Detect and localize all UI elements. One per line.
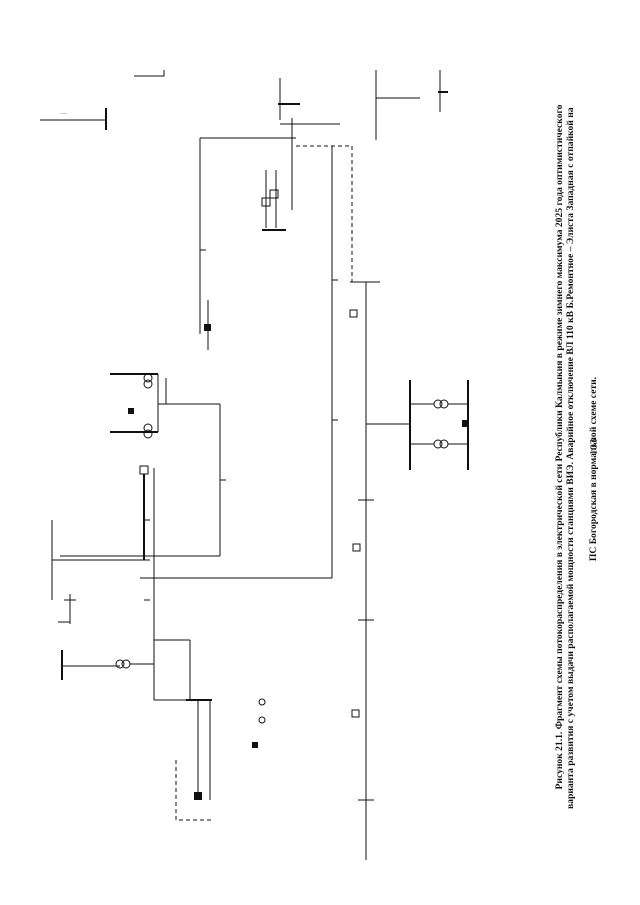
svg-text:⸺: ⸺: [60, 111, 67, 116]
substation-lower-left: [154, 639, 266, 821]
substation-middle-transformers: [110, 373, 184, 439]
line-tick-marks: [144, 249, 338, 601]
substation-left-transformer: [58, 594, 154, 680]
top-bracket: [134, 70, 165, 77]
figure-caption-line-3: ПС Богородская в нормальной схеме сети.: [588, 376, 599, 562]
substation-right-transformers: [366, 380, 469, 470]
upper-right-network: [199, 70, 448, 310]
main-horizontal-line: [140, 146, 333, 579]
lower-right-line: [349, 281, 380, 860]
figure-caption-line-2: варианта развития с учетом выдачи распол…: [565, 107, 576, 809]
substation-central-bus: [51, 465, 155, 700]
dashed-tie-line: [296, 145, 353, 282]
figure-label: Рисунок 21.1.: [554, 731, 565, 790]
substation-top-left: ⸺: [40, 108, 107, 130]
page-number: 103: [588, 438, 600, 456]
substation-top-middle: [261, 170, 286, 231]
figure-caption-text-1: Фрагмент схемы потокораспределения в эле…: [554, 104, 565, 732]
breaker-middle: [204, 300, 211, 350]
